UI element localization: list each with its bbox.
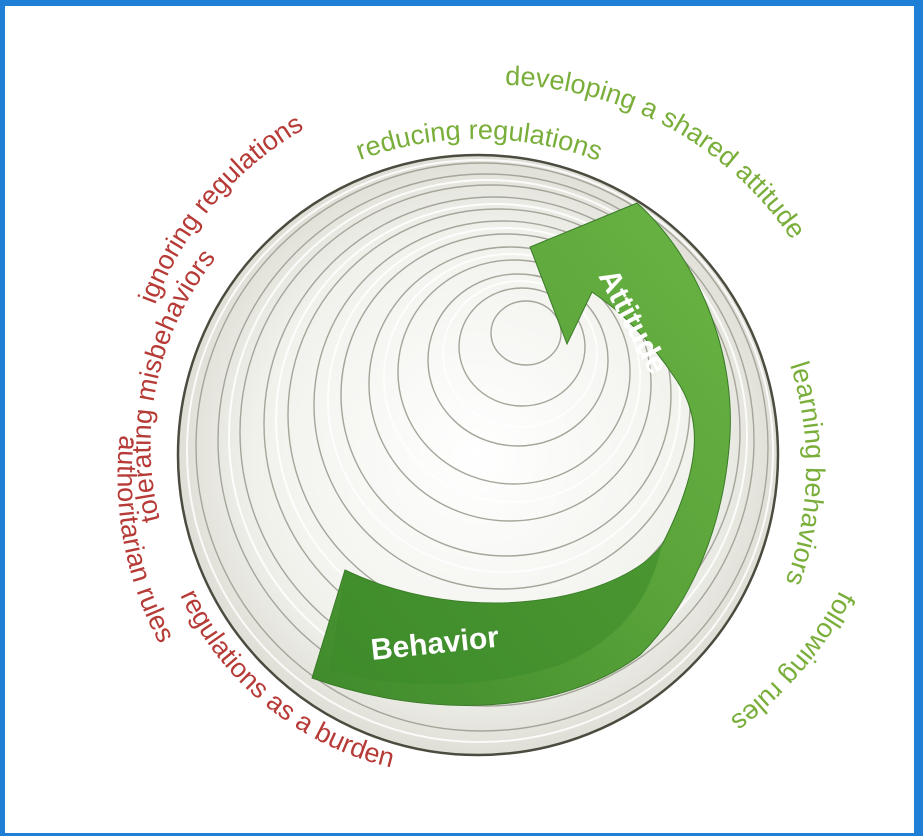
label-learning-behaviors: learning behaviors [780,358,830,590]
label-following-rules: following rules [726,587,861,738]
behavior-attitude-arrow [311,202,731,706]
